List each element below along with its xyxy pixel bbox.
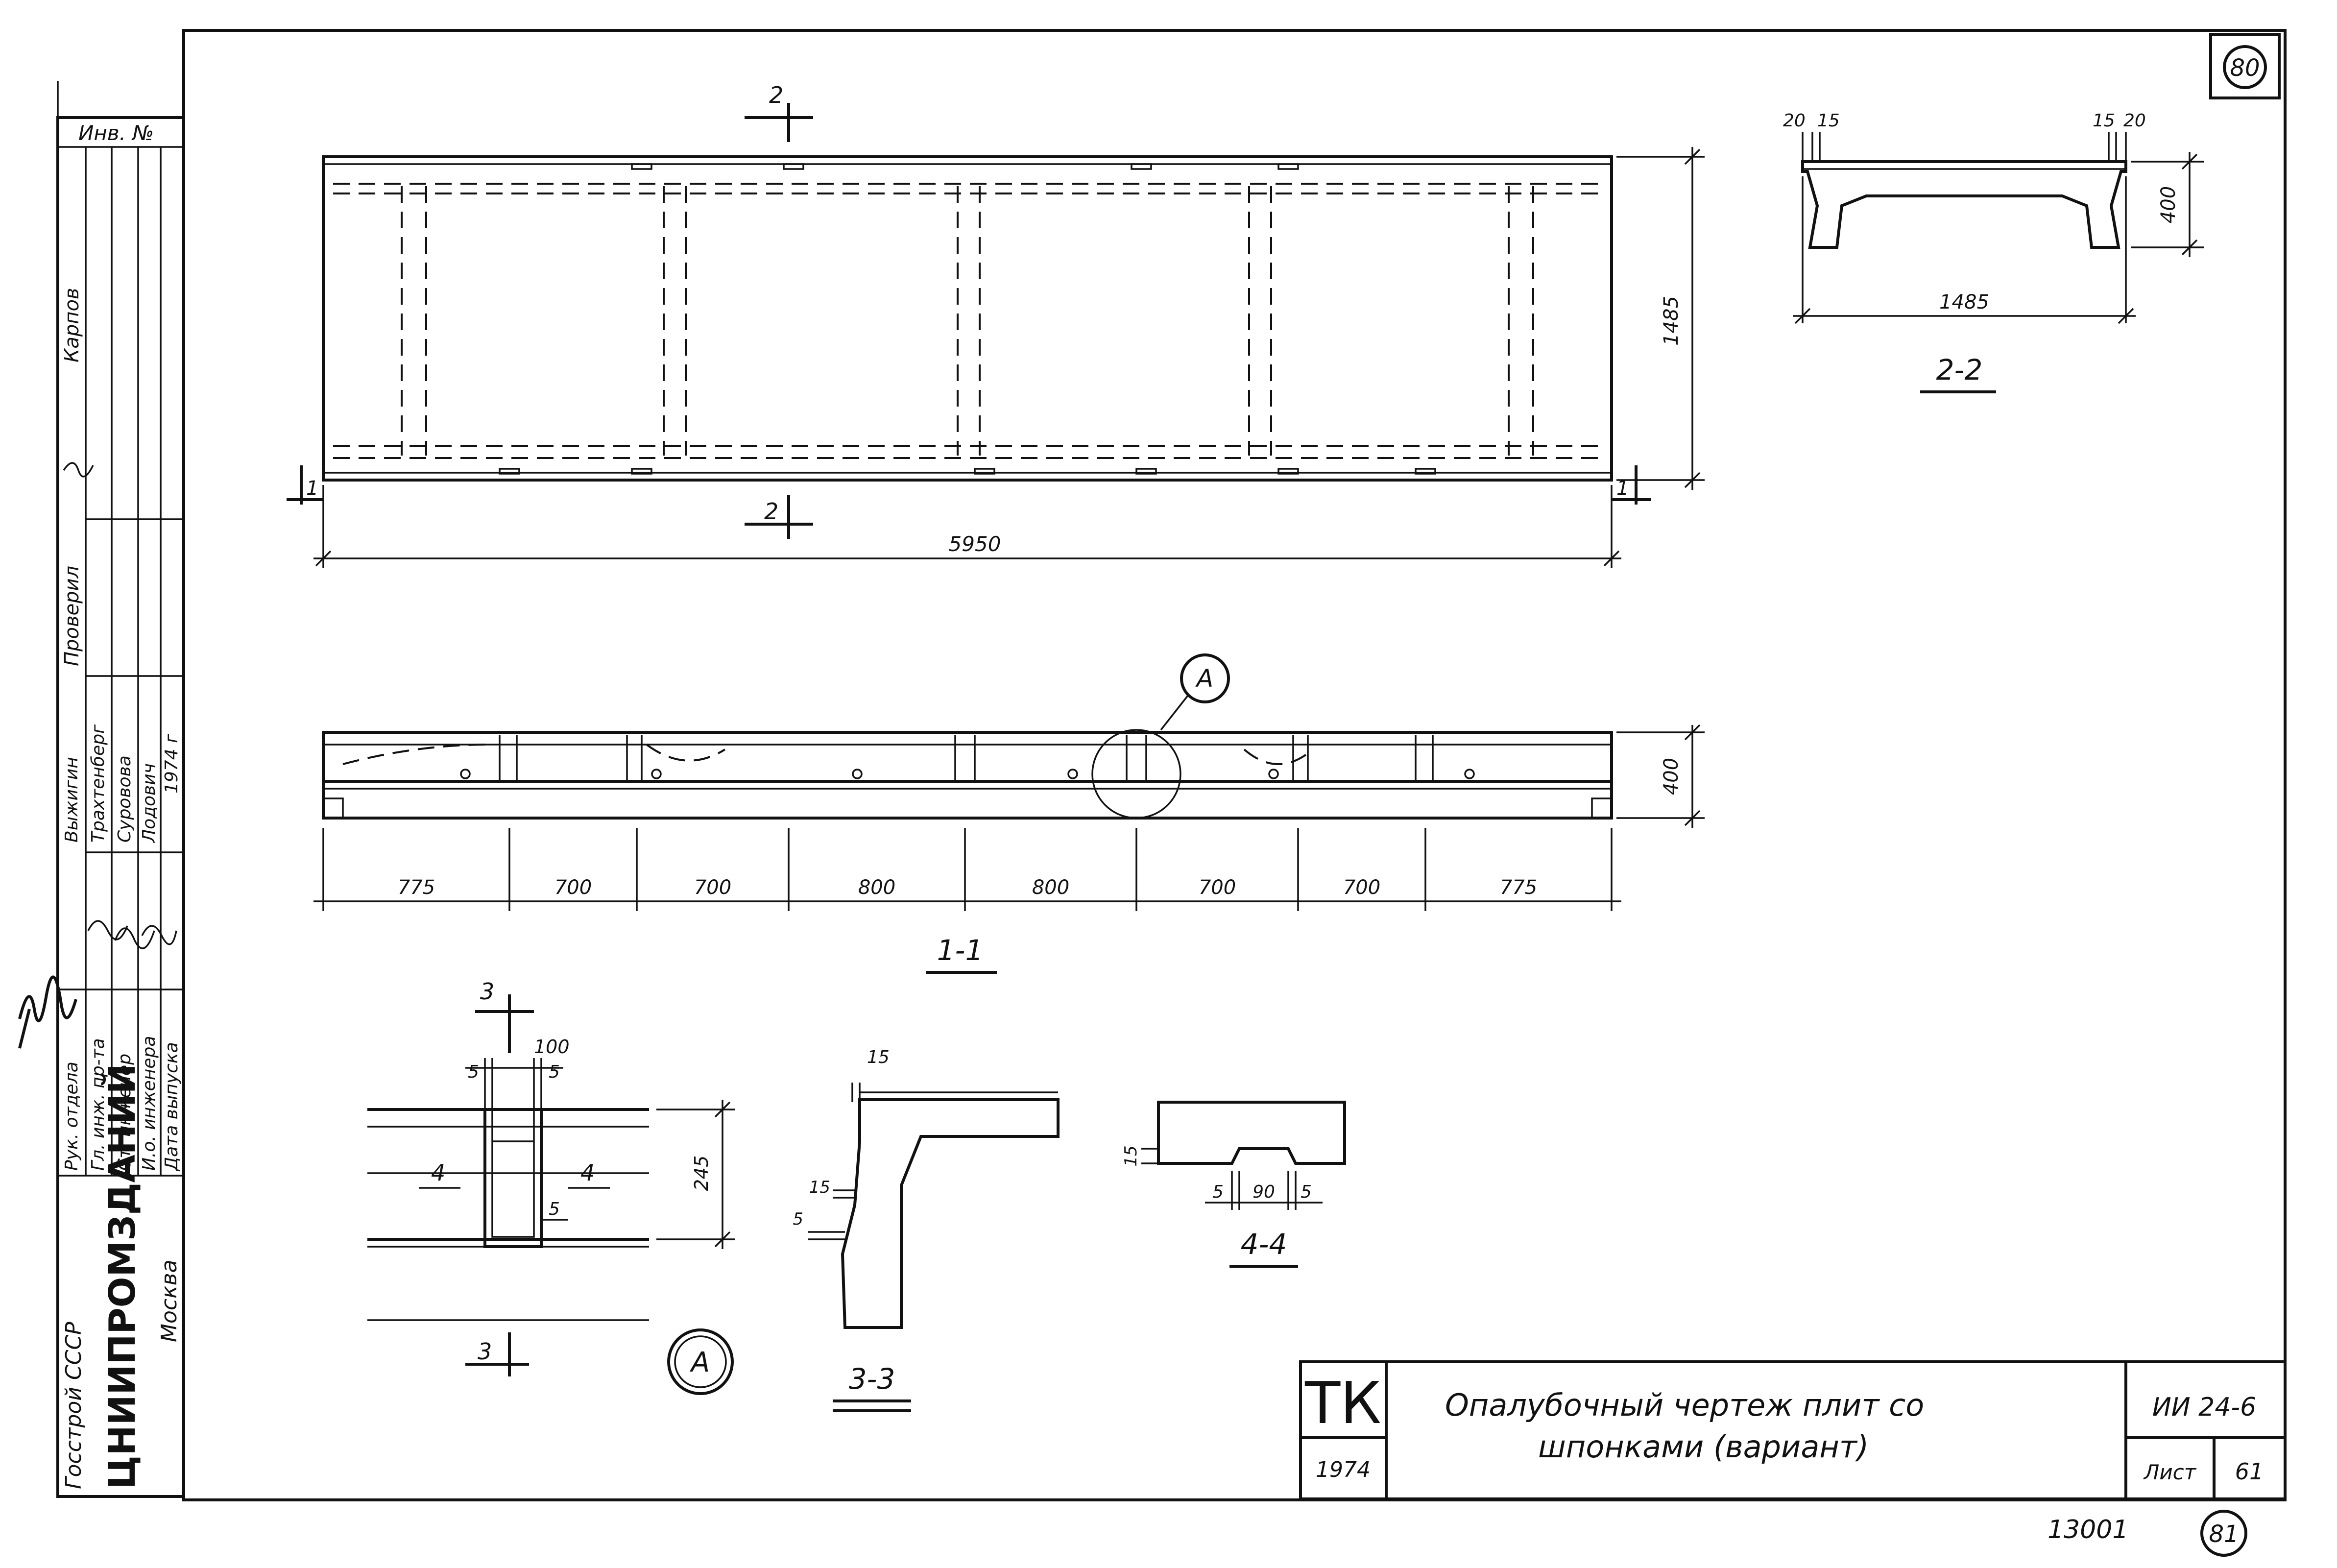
signature-3: [141, 925, 177, 945]
spacing-3: 700: [694, 876, 731, 899]
person-5: 1974 г: [162, 733, 182, 794]
section22-title: 2-2: [1936, 353, 1983, 386]
role-5: Дата выпуска: [162, 1042, 182, 1172]
section22-width: 1485: [1939, 291, 1989, 314]
section-2-2: 1485 400 20 15 15 20 2-2: [1783, 111, 2204, 393]
detail-height: 245: [691, 1156, 712, 1191]
section-1-1: А 400 775 700 700 800 800 700 700 775 1-…: [313, 653, 1705, 974]
title-logo: ТК: [1304, 1369, 1381, 1437]
section33-title: 3-3: [849, 1362, 895, 1396]
title-sheet-label: Лист: [2143, 1460, 2197, 1484]
org-city: Москва: [157, 1259, 182, 1342]
corner-number-bottom-circle: [2200, 1510, 2247, 1557]
role-1: Рук. отдела: [62, 1061, 82, 1171]
role-2: Гл. инж. пр-та: [88, 1038, 108, 1171]
person-3: Суровова: [115, 755, 135, 843]
org-ministry: Госстрой СССР: [61, 1322, 86, 1489]
spacing-6: 700: [1199, 876, 1236, 899]
detail-width: 100: [534, 1036, 570, 1058]
s33-dim-low: 5: [793, 1209, 803, 1229]
s44-dim-height: 15: [1121, 1145, 1141, 1166]
corner-number-bottom: 81: [2209, 1520, 2239, 1548]
dim-right-20: 20: [2123, 111, 2146, 131]
plan-width: 1485: [1660, 296, 1683, 346]
corner-number-circle: [2223, 45, 2267, 89]
detail-section-mark-top: 3: [480, 978, 494, 1005]
s33-dim-mid: 15: [809, 1178, 830, 1197]
detail-section4-left: 4: [431, 1159, 445, 1186]
checked-name: Карпов: [61, 288, 83, 363]
section1-mark-right: 1: [1616, 477, 1629, 500]
spacing-ticks: [322, 828, 1613, 911]
dim-right-15: 15: [2093, 111, 2115, 131]
spacing-5: 800: [1032, 876, 1069, 899]
section11-title: 1-1: [937, 934, 984, 967]
archive-number: 13001: [2048, 1515, 2128, 1544]
person-2: Трахтенберг: [88, 724, 108, 843]
s44-dim-left: 5: [1212, 1182, 1224, 1202]
dim-left-20: 20: [1783, 111, 1806, 131]
left-stamp: Инв. № Проверил Карпов Рук. отдела Гл. и…: [18, 116, 185, 1498]
checked-label: Проверил: [61, 566, 83, 666]
signature-4: [63, 462, 94, 478]
s44-dim-mid: 90: [1253, 1182, 1275, 1202]
section44-title: 4-4: [1241, 1228, 1287, 1261]
spacing-7: 700: [1343, 876, 1380, 899]
section1-mark-left: 1: [306, 477, 318, 500]
role-3: Ст. инженер: [115, 1054, 135, 1171]
detail-section-mark-bottom: 3: [478, 1338, 492, 1365]
plan-length: 5950: [949, 532, 1001, 556]
title-sheet-no: 61: [2235, 1458, 2264, 1485]
spacing-4: 800: [858, 876, 895, 899]
section2-mark-bottom: 2: [764, 498, 778, 525]
title-line-1: Опалубочный чертеж плит со: [1445, 1387, 1924, 1423]
title-block: ТК 1974 Опалубочный чертеж плит со шпонк…: [1299, 1360, 2287, 1500]
role-4: И.о. инженера: [139, 1036, 159, 1171]
title-code: ИИ 24-6: [2152, 1393, 2256, 1422]
corner-number-box: [2209, 33, 2281, 99]
title-line-2: шпонками (вариант): [1538, 1429, 1869, 1465]
corner-number-top: 80: [2230, 54, 2260, 82]
section-3-3: 15 15 5 3-3: [793, 1047, 1060, 1412]
spacing-8: 775: [1500, 876, 1537, 899]
detail-a: 3 3 4 4 100 5 5 5 245 А: [367, 978, 735, 1395]
signature-1: [87, 920, 128, 941]
spacing-2: 700: [554, 876, 592, 899]
section2-mark-top: 2: [769, 82, 783, 108]
signature-2: [114, 927, 155, 949]
detail-edge-right: 5: [549, 1062, 560, 1082]
spacing-1: 775: [398, 876, 435, 899]
detail-edge-bottom: 5: [549, 1199, 560, 1219]
person-4: Лодович: [139, 763, 159, 844]
detail-a-circle: [667, 1328, 734, 1395]
callout-a: А: [1195, 664, 1213, 693]
detail-section4-right: 4: [580, 1159, 595, 1186]
person-1: Выжигин: [62, 757, 82, 843]
signature-main: [18, 975, 77, 1049]
s44-dim-right: 5: [1301, 1182, 1312, 1202]
org-name: ЦНИИПРОМЗДАНИЙ: [100, 1063, 144, 1489]
dim-left-15: 15: [1817, 111, 1840, 131]
section22-height: 400: [2157, 186, 2180, 223]
title-year: 1974: [1316, 1457, 1371, 1482]
inv-label: Инв. №: [78, 121, 154, 145]
section-4-4: 15 5 90 5 4-4: [1121, 1101, 1346, 1268]
s33-dim-top: 15: [867, 1047, 890, 1067]
detail-a-label: А: [690, 1347, 710, 1378]
plan-view: 5950 1485 2 2 1 1: [287, 82, 1705, 568]
detail-edge-left: 5: [468, 1062, 479, 1082]
section11-height: 400: [1660, 758, 1683, 795]
